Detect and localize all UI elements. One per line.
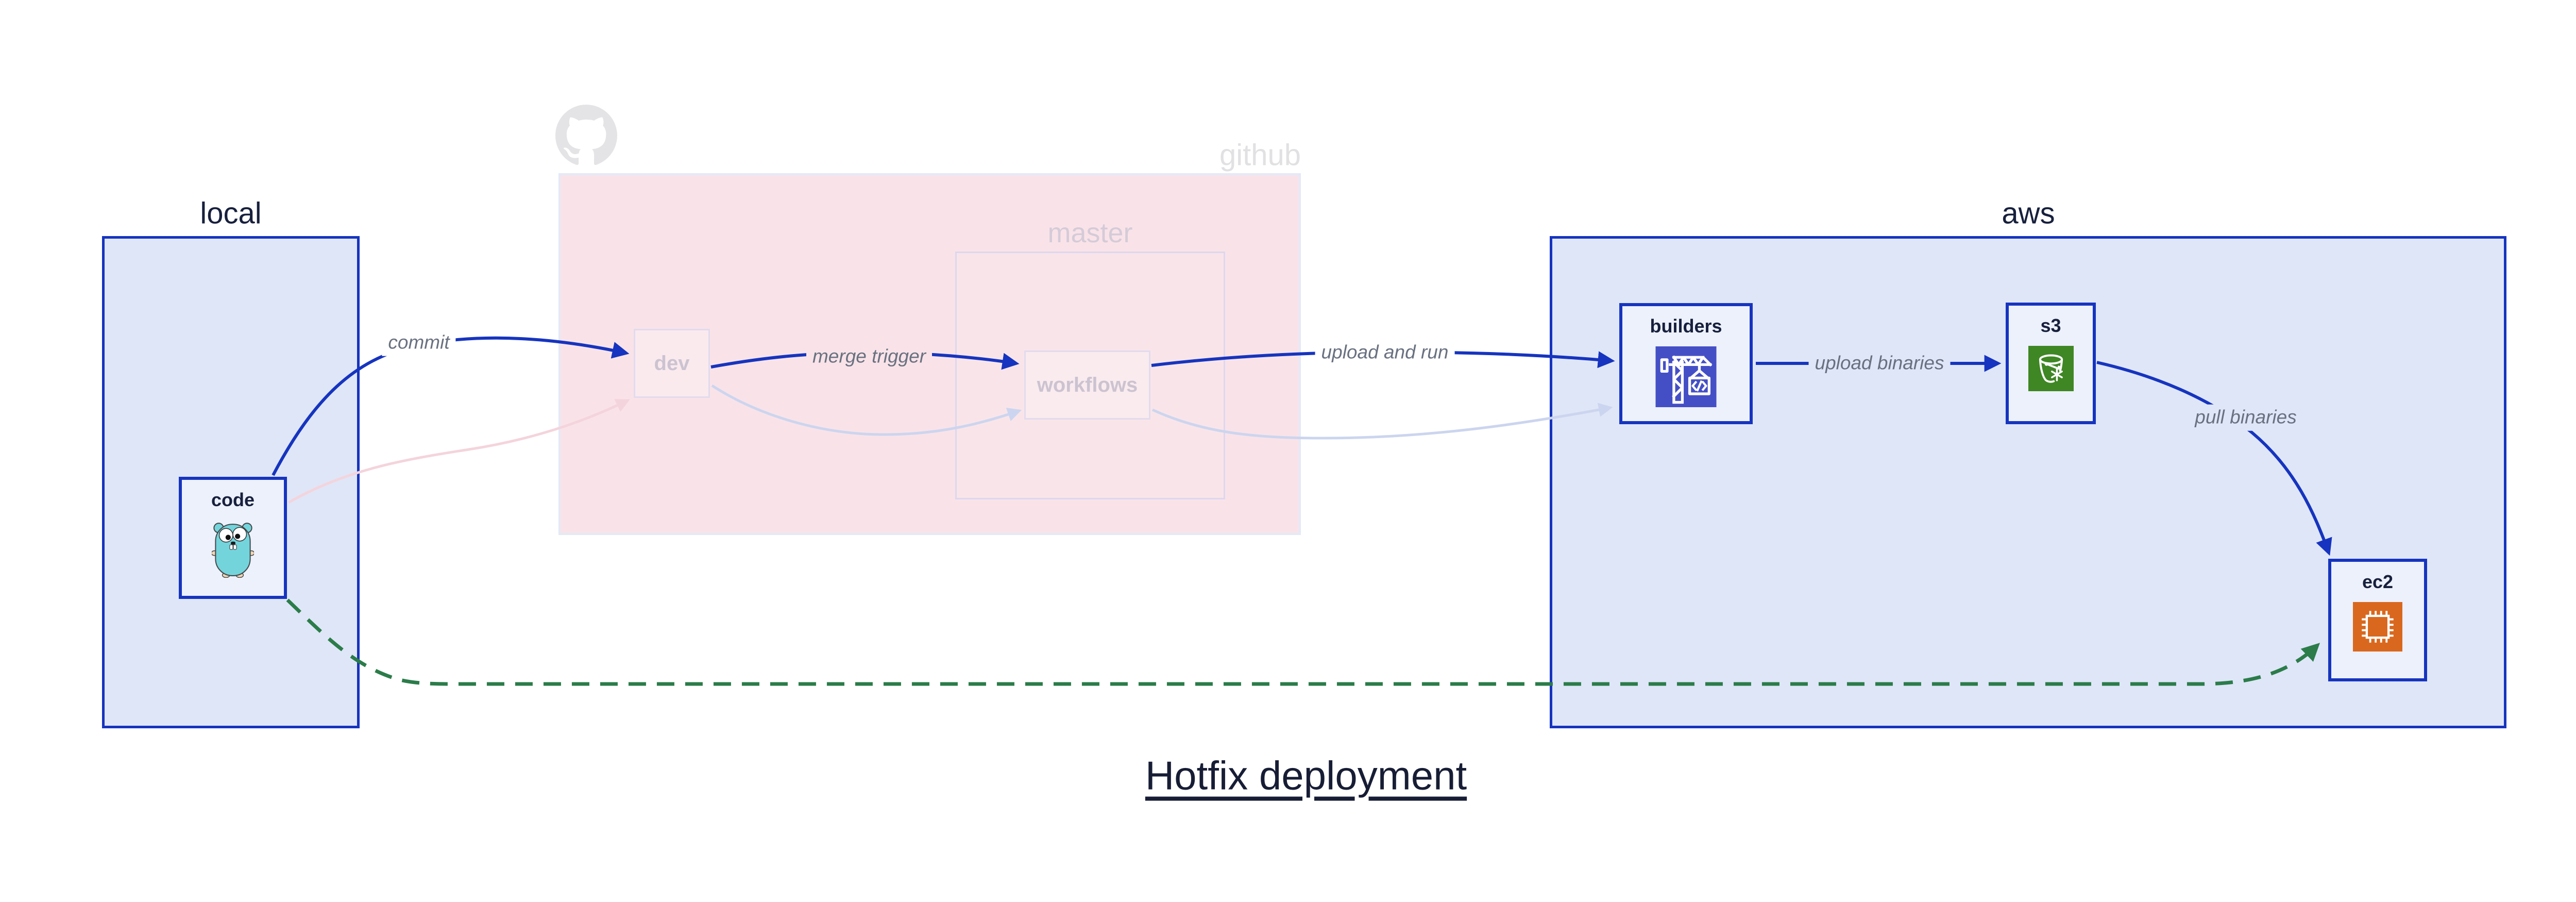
node-s3: s3 [2006,303,2096,424]
node-dev: dev [634,329,710,398]
edge-label-pull-binaries: pull binaries [2189,404,2303,431]
edge-dev-workflows-faded [711,384,1022,436]
node-builders-label: builders [1650,315,1722,337]
edge-label-merge-trigger: merge trigger [806,343,933,370]
region-master [955,252,1225,499]
edge-code-dev-faded [287,399,630,504]
region-aws-label: aws [2002,196,2055,230]
edge-label-upload-and-run: upload and run [1315,339,1455,366]
edge-pull-binaries-line [2096,361,2332,556]
node-builders: builders [1619,303,1753,424]
diagram-title: Hotfix deployment [1145,753,1467,798]
node-code-label: code [211,489,255,510]
edge-label-commit: commit [382,329,456,356]
region-master-label: master [1047,218,1133,248]
node-s3-label: s3 [2040,315,2061,336]
node-workflows-label: workflows [1037,373,1138,396]
region-github-label: github [1219,138,1301,172]
region-local-label: local [200,196,262,230]
go-gopher-icon [211,520,255,578]
edge-commit-line [272,336,630,476]
edge-label-upload-binaries: upload binaries [1808,350,1951,377]
github-octocat-icon [555,105,617,166]
node-dev-label: dev [654,352,690,375]
aws-s3-bucket-icon [2028,346,2074,391]
node-ec2-label: ec2 [2362,571,2394,592]
edge-hotfix-dashed-line [286,598,2320,686]
edge-workflows-builders-faded [1151,403,1613,440]
node-ec2: ec2 [2328,559,2427,681]
node-code: code [179,477,287,599]
aws-codebuild-icon [1655,346,1717,407]
node-workflows: workflows [1024,350,1150,420]
aws-ec2-chip-icon [2353,602,2402,652]
